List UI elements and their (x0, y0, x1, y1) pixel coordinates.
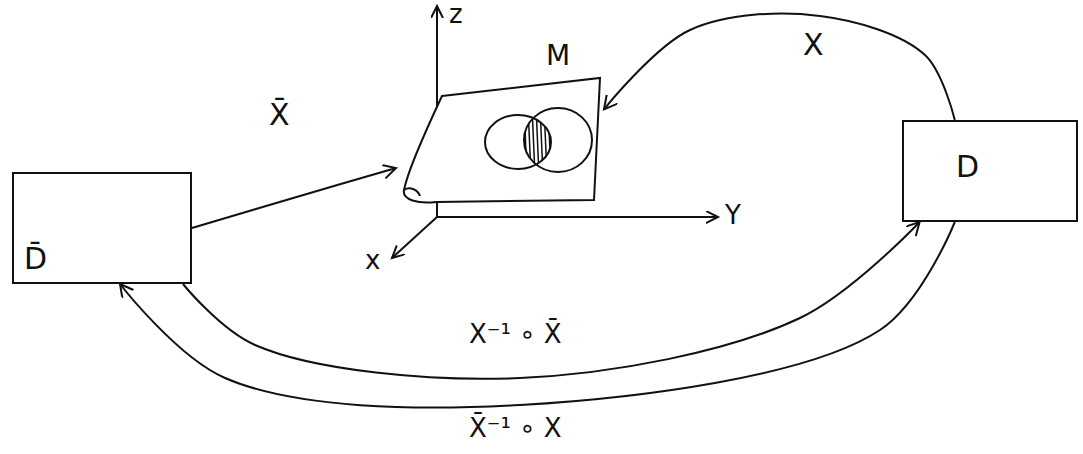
node-label: M (546, 40, 570, 72)
parameter-domain: D (902, 120, 1078, 222)
overlap-hatching (524, 106, 555, 176)
surface-curl (404, 188, 420, 196)
mapping-arrow (604, 14, 955, 120)
map-label: X⁻¹ ∘ X̄ (466, 320, 565, 350)
mapping-arrow (120, 222, 955, 408)
surface-outline (404, 78, 600, 203)
node-label: D̄ (24, 242, 47, 277)
axis-label: x (362, 246, 383, 276)
mapping-arrow (192, 168, 396, 228)
map-label: X̄ (266, 98, 293, 133)
axis-label: Y (722, 201, 744, 231)
x-axis (392, 217, 437, 258)
axis-label: z (446, 0, 466, 30)
mapping-arrow (183, 222, 920, 379)
map-label: X (800, 28, 827, 63)
y-axis (437, 216, 718, 218)
node-label: D (956, 150, 979, 185)
map-label: X̄⁻¹ ∘ X (466, 414, 565, 444)
surface-sheet (396, 40, 604, 205)
surface: M (396, 40, 604, 205)
parameter-domain: D̄ (12, 172, 192, 284)
